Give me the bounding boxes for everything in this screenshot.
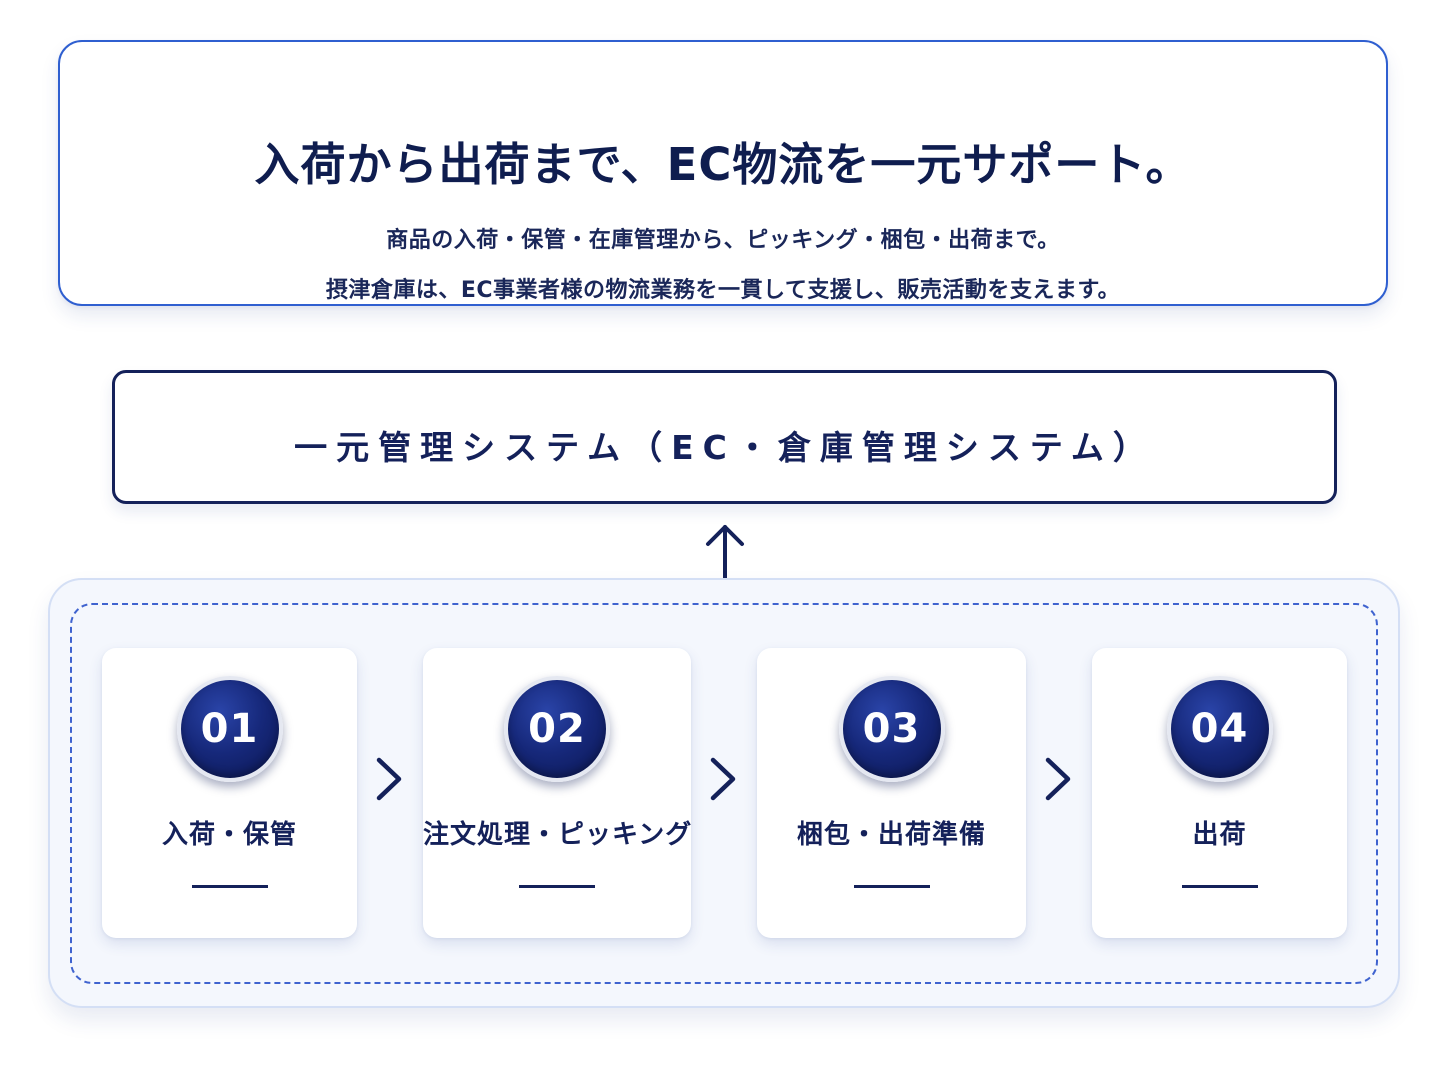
step-number-badge: 02 bbox=[504, 676, 610, 782]
chevron-right-icon bbox=[710, 757, 736, 801]
step-number-badge: 03 bbox=[838, 676, 945, 782]
step-label: 出荷 bbox=[1192, 820, 1247, 850]
step-number: 01 bbox=[200, 706, 259, 752]
step-underline bbox=[1181, 885, 1258, 888]
step-label: 注文処理・ピッキング bbox=[423, 820, 693, 850]
step-number: 04 bbox=[1190, 706, 1249, 752]
page-title: 入荷から出荷まで、EC物流を一元サポート。 bbox=[254, 138, 1192, 191]
step-card-order-picking: 02 注文処理・ピッキング bbox=[423, 648, 691, 938]
step-card-packing-prep: 03 梱包・出荷準備 bbox=[757, 648, 1026, 938]
management-system-box: 一元管理システム（EC・倉庫管理システム） bbox=[112, 370, 1337, 504]
process-dashed-frame bbox=[70, 603, 1378, 984]
step-label: 入荷・保管 bbox=[161, 820, 297, 850]
intro-text-line-2: 摂津倉庫は、EC事業者様の物流業務を一貫して支援し、販売活動を支えます。 bbox=[325, 278, 1121, 303]
step-underline bbox=[519, 885, 595, 888]
step-underline bbox=[853, 885, 930, 888]
step-number: 03 bbox=[862, 706, 921, 752]
arrow-up-icon bbox=[706, 525, 744, 582]
intro-text-line-1: 商品の入荷・保管・在庫管理から、ピッキング・梱包・出荷まで。 bbox=[386, 228, 1060, 253]
step-underline bbox=[191, 885, 268, 888]
step-card-inbound-storage: 01 入荷・保管 bbox=[102, 648, 357, 938]
step-number-badge: 01 bbox=[176, 676, 283, 782]
chevron-right-icon bbox=[376, 757, 402, 801]
step-number: 02 bbox=[528, 706, 586, 752]
management-system-title: 一元管理システム（EC・倉庫管理システム） bbox=[294, 428, 1155, 467]
step-number-badge: 04 bbox=[1166, 676, 1273, 782]
step-label: 梱包・出荷準備 bbox=[796, 820, 986, 850]
chevron-right-icon bbox=[1045, 757, 1071, 801]
intro-card: 入荷から出荷まで、EC物流を一元サポート。 商品の入荷・保管・在庫管理から、ピッ… bbox=[58, 40, 1388, 306]
step-card-shipping: 04 出荷 bbox=[1092, 648, 1347, 938]
